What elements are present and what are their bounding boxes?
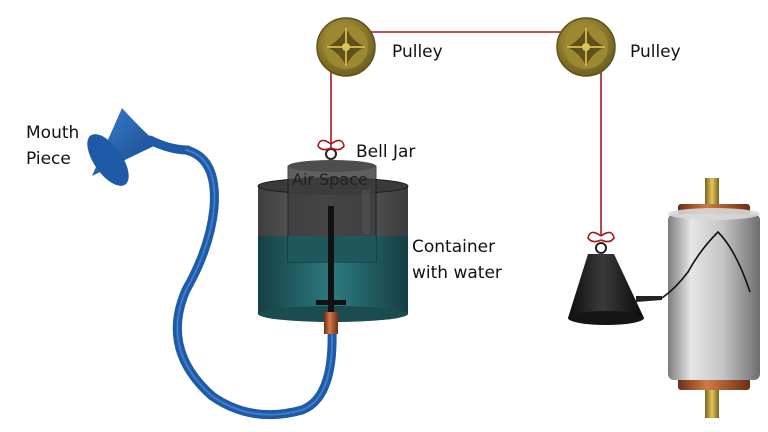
pulley-wheel-icon: [316, 17, 376, 77]
mouth-label-line2: Piece: [26, 149, 71, 169]
pulley-left-label: Pulley: [392, 42, 443, 62]
recording-drum-icon: [661, 178, 760, 418]
pulley-right-label: Pulley: [630, 42, 681, 62]
mouth-piece: [87, 108, 193, 186]
mouth-label-line1: Mouth: [26, 123, 79, 143]
tube-connector: [324, 312, 338, 334]
pulley-wheel-icon: [556, 17, 616, 77]
container-label-line1: Container: [412, 237, 495, 257]
string: [330, 31, 602, 236]
bow-knot: [587, 231, 615, 243]
air-space-label: Air Space: [292, 170, 368, 189]
bow-knot: [317, 139, 345, 151]
bell-jar-label: Bell Jar: [356, 142, 415, 162]
trace-line: [661, 230, 751, 299]
container-label-line2: with water: [412, 263, 502, 283]
inner-air-pipe: [328, 206, 334, 312]
cone-weight-icon: [568, 254, 662, 325]
